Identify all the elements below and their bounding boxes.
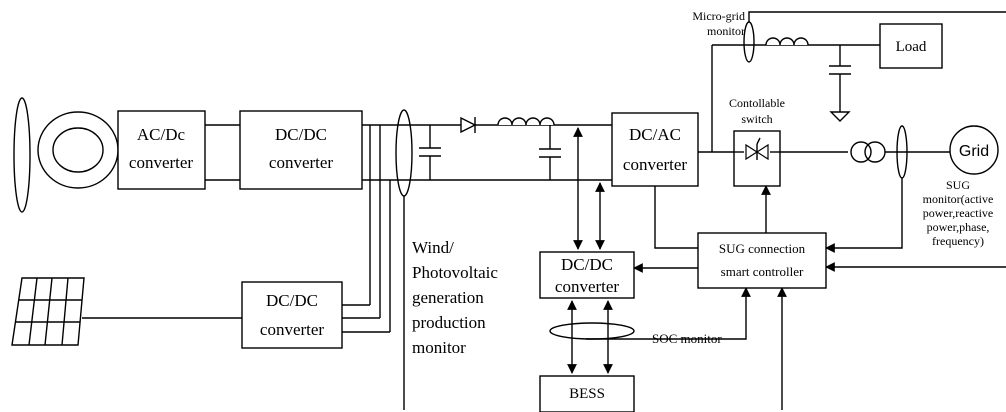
wind-pv-monitor-label-line1: Wind/: [412, 238, 454, 257]
ground-icon: [829, 111, 851, 122]
inductor-icon: [765, 37, 809, 46]
microgrid-monitor-label-line2: monitor: [707, 24, 745, 38]
sug-monitor-label-line4: power,phase,: [927, 220, 990, 234]
pv-dcdc-label-line1: DC/DC: [266, 291, 318, 310]
switch-label-line1: Contollable: [729, 96, 785, 110]
solar-panel-icon: [11, 277, 85, 346]
bess-dcdc-converter-block: DC/DC converter: [539, 251, 635, 299]
pv-dcdc-converter-block: DC/DC converter: [241, 281, 343, 349]
switch-label-line2: switch: [741, 112, 772, 126]
wind-turbine-icon: [13, 97, 119, 213]
sug-monitor-label-line1: SUG: [946, 178, 970, 192]
acdc-label-line1: AC/Dc: [137, 125, 186, 144]
dcac-label-line1: DC/AC: [629, 125, 681, 144]
load-block: Load: [879, 23, 943, 69]
controllable-switch-block: [733, 130, 781, 187]
sug-monitor-label-line5: frequency): [932, 234, 984, 248]
transformer-icon: [850, 141, 886, 163]
diode-icon: [460, 116, 477, 134]
wind-pv-monitor-label: Wind/ Photovoltaic generation production…: [412, 238, 498, 357]
sug-monitor-label-line3: power,reactive: [923, 206, 993, 220]
load-label: Load: [896, 39, 927, 55]
acdc-converter-block: AC/Dc converter: [117, 110, 206, 190]
wind-dcdc-label-line1: DC/DC: [275, 125, 327, 144]
grid-label: Grid: [959, 143, 989, 160]
soc-monitor-sensor-icon: [549, 322, 635, 340]
bess-dcdc-label-line1: DC/DC: [561, 255, 613, 274]
sug-monitor-label: SUG monitor(active power,reactive power,…: [923, 178, 994, 248]
dcac-label-line2: converter: [623, 155, 688, 174]
inductor-icon: [497, 117, 555, 126]
wind-dcdc-label-line2: converter: [269, 153, 334, 172]
wind-pv-monitor-sensor-icon: [395, 109, 413, 197]
wind-pv-monitor-label-line5: monitor: [412, 338, 466, 357]
sug-controller-block: SUG connection smart controller: [697, 232, 827, 289]
wind-pv-monitor-label-line2: Photovoltaic: [412, 263, 498, 282]
acdc-label-line2: converter: [129, 153, 194, 172]
wind-pv-monitor-label-line3: generation: [412, 288, 484, 307]
wind-dcdc-converter-block: DC/DC converter: [239, 110, 363, 190]
pv-dcdc-label-line2: converter: [260, 320, 325, 339]
bess-dcdc-label-line2: converter: [555, 277, 620, 296]
microgrid-monitor-sensor-icon: [743, 21, 755, 63]
soc-monitor-label: SOC monitor: [652, 331, 722, 346]
microgrid-monitor-label-line1: Micro-grid: [692, 9, 745, 23]
bess-block: BESS: [539, 375, 635, 412]
sug-monitor-label-line2: monitor(active: [923, 192, 994, 206]
grid-node: Grid: [949, 125, 999, 175]
wind-pv-monitor-label-line4: production: [412, 313, 486, 332]
sug-controller-label-line1: SUG connection: [719, 241, 806, 256]
bess-label: BESS: [569, 386, 605, 402]
dcac-converter-block: DC/AC converter: [611, 112, 699, 187]
sug-controller-label-line2: smart controller: [721, 264, 804, 279]
